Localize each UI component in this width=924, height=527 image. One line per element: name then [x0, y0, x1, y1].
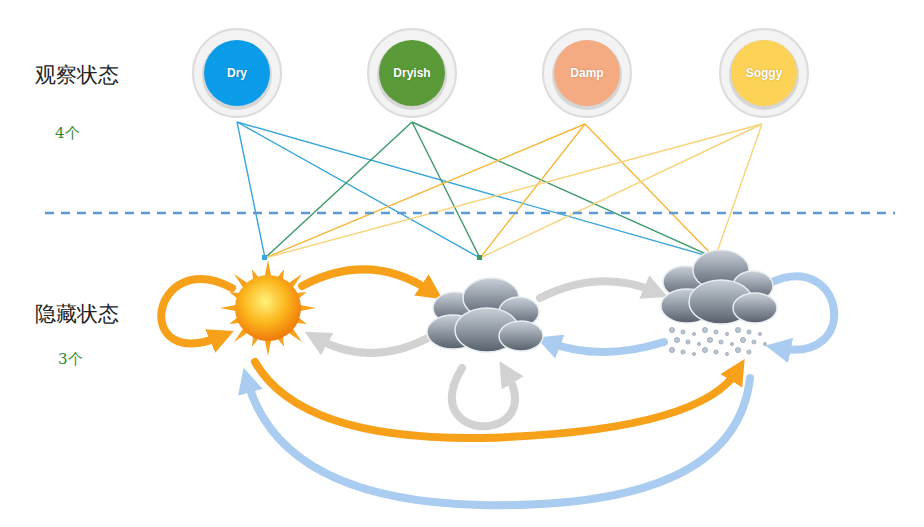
state-label: Soggy [718, 27, 810, 119]
section-title: 观察状态 [35, 61, 119, 89]
state-label: Damp [541, 27, 633, 119]
section-title: 隐藏状态 [35, 300, 119, 328]
observation-circle: Damp [541, 27, 633, 119]
observation-circle: Dry [191, 27, 283, 119]
state-label: Dry [191, 27, 283, 119]
observation-circle: Dryish [366, 27, 458, 119]
count-note: 3个 [58, 350, 83, 369]
observation-circle: Soggy [718, 27, 810, 119]
count-note: 4个 [55, 124, 80, 143]
state-label: Dryish [366, 27, 458, 119]
